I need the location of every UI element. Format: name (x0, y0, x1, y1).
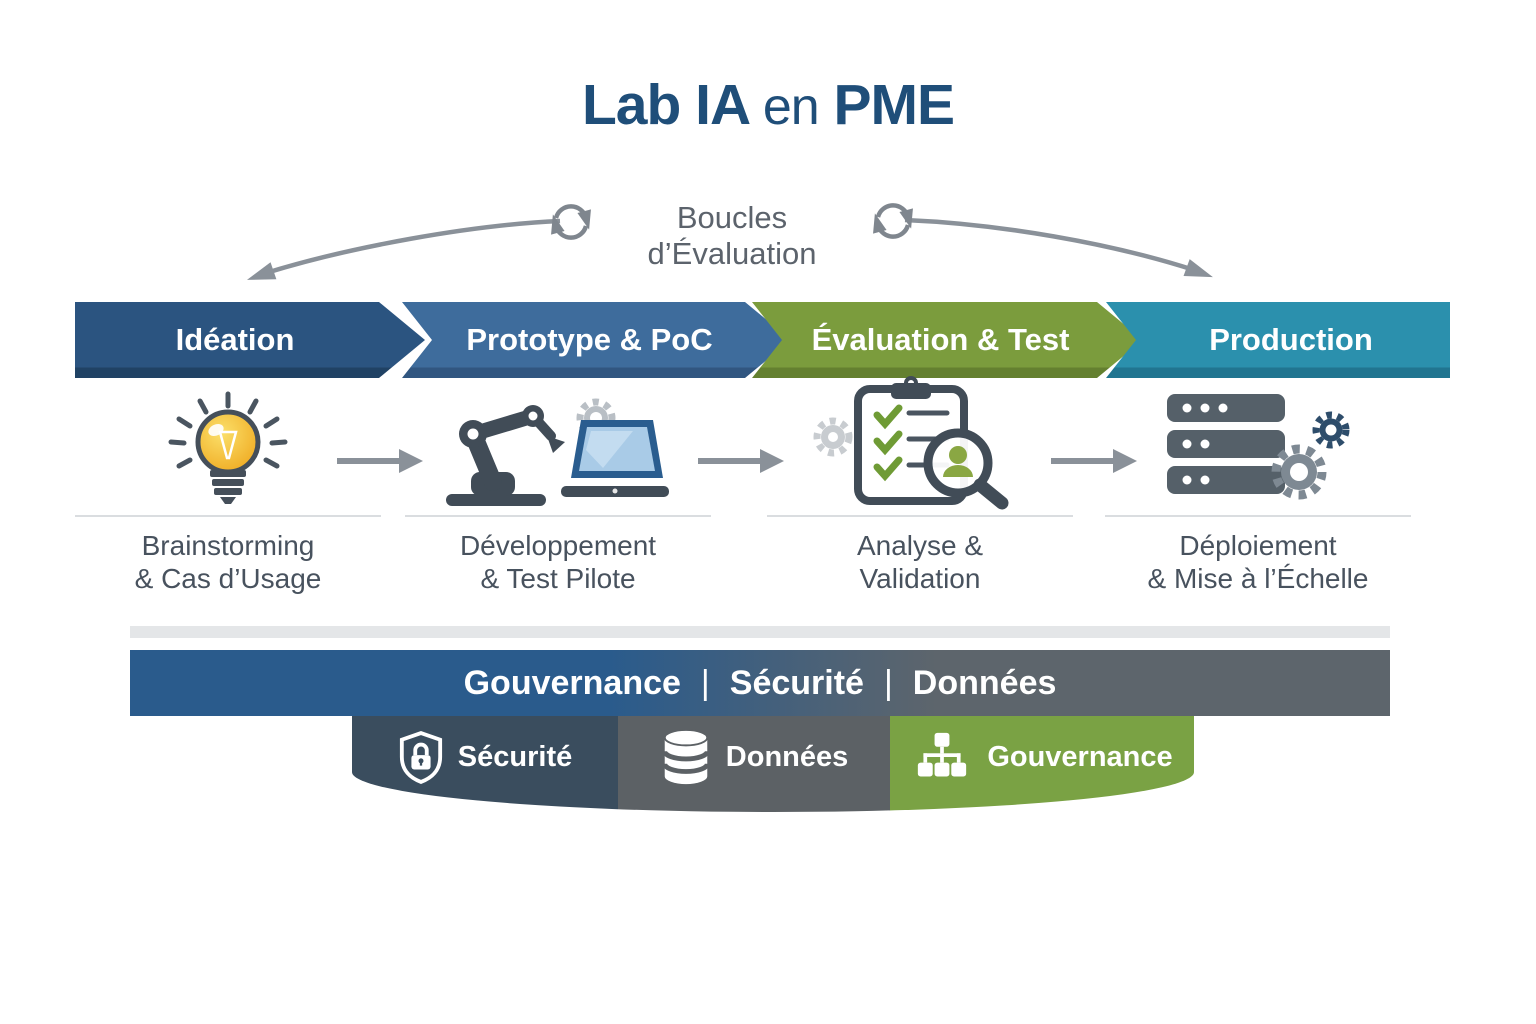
title-lead: Lab IA (581, 73, 749, 137)
badge-securite: Sécurité (352, 716, 619, 812)
caption-line-1: Brainstorming (141, 530, 315, 561)
robot-arm-laptop-icon (393, 388, 723, 510)
badge-donnees: Données (618, 716, 891, 812)
loop-arc-right (904, 217, 1195, 273)
loop-arc-left (265, 218, 561, 276)
chevron-label: Idéation (175, 322, 295, 357)
arrowhead-right (1183, 259, 1213, 278)
stage-caption: Brainstorming & Cas d’Usage (63, 529, 393, 595)
flow-arrow-icon (337, 449, 423, 473)
title-mid: en (762, 78, 820, 136)
caption-line-2: Validation (859, 563, 981, 594)
caption-line-2: & Cas d’Usage (134, 563, 322, 594)
server-gears-icon (1093, 388, 1423, 510)
foundation-item-donnees: Données (912, 663, 1057, 702)
database-icon (662, 728, 710, 785)
chevron-label: Production (1209, 322, 1373, 357)
stage-ideation: Brainstorming & Cas d’Usage (63, 388, 393, 595)
divider (767, 515, 1073, 517)
divider (1105, 515, 1411, 517)
caption-line-1: Déploiement (1179, 530, 1337, 561)
page-title: Lab IA en PME (0, 72, 1536, 138)
badge-label: Sécurité (457, 740, 573, 773)
flow-arrow-icon (698, 449, 784, 473)
divider (405, 515, 711, 517)
gear-small (1312, 411, 1350, 449)
caption-line-1: Développement (459, 530, 657, 561)
evaluation-loop-label: Boucles d’Évaluation (647, 200, 817, 271)
evaluation-loop-graphic (246, 203, 1213, 280)
stage-production: Déploiement & Mise à l’Échelle (1093, 388, 1423, 595)
stage-evaluation: Analyse & Validation (755, 376, 1085, 595)
arrowhead-left (246, 262, 277, 280)
foundation-item-gouvernance: Gouvernance (463, 663, 681, 702)
divider-band (130, 626, 1390, 638)
clipboard-check-magnifier-icon (755, 376, 1085, 510)
divider (75, 515, 381, 517)
org-chart-icon (918, 732, 967, 777)
shield-lock-icon (399, 731, 442, 784)
stage-caption: Développement & Test Pilote (393, 529, 723, 595)
chevron-prototype-poc: Prototype & PoC (402, 302, 791, 378)
chevron-label: Évaluation & Test (811, 322, 1070, 357)
cycle-icon-left (551, 204, 591, 240)
cycle-icon-right (873, 203, 913, 239)
separator: | (700, 663, 710, 702)
foundation-item-securite: Sécurité (729, 663, 864, 702)
gear-large (1271, 444, 1327, 500)
separator: | (883, 663, 893, 702)
stage-caption: Déploiement & Mise à l’Échelle (1093, 529, 1423, 595)
lightbulb-icon (63, 388, 393, 510)
foundation-bar: Gouvernance | Sécurité | Données (130, 650, 1390, 716)
caption-line-2: & Mise à l’Échelle (1147, 563, 1369, 594)
chevron-production: Production (1106, 302, 1450, 378)
chevron-evaluation-test: Évaluation & Test (752, 302, 1143, 378)
flow-arrow-icon (1051, 449, 1137, 473)
stage-caption: Analyse & Validation (755, 529, 1085, 595)
badge-gouvernance: Gouvernance (890, 716, 1194, 812)
gear (813, 417, 852, 457)
badge-label: Données (725, 740, 849, 773)
chevron-label: Prototype & PoC (466, 322, 713, 357)
foundation-badges: Sécurité Données (352, 716, 1194, 812)
caption-line-1: Analyse & (856, 530, 984, 561)
chevron-ideation: Idéation (75, 302, 425, 378)
caption-line-2: & Test Pilote (480, 563, 636, 594)
title-tail: PME (833, 73, 956, 137)
badge-label: Gouvernance (987, 740, 1173, 773)
stage-prototype: Développement & Test Pilote (393, 388, 723, 595)
